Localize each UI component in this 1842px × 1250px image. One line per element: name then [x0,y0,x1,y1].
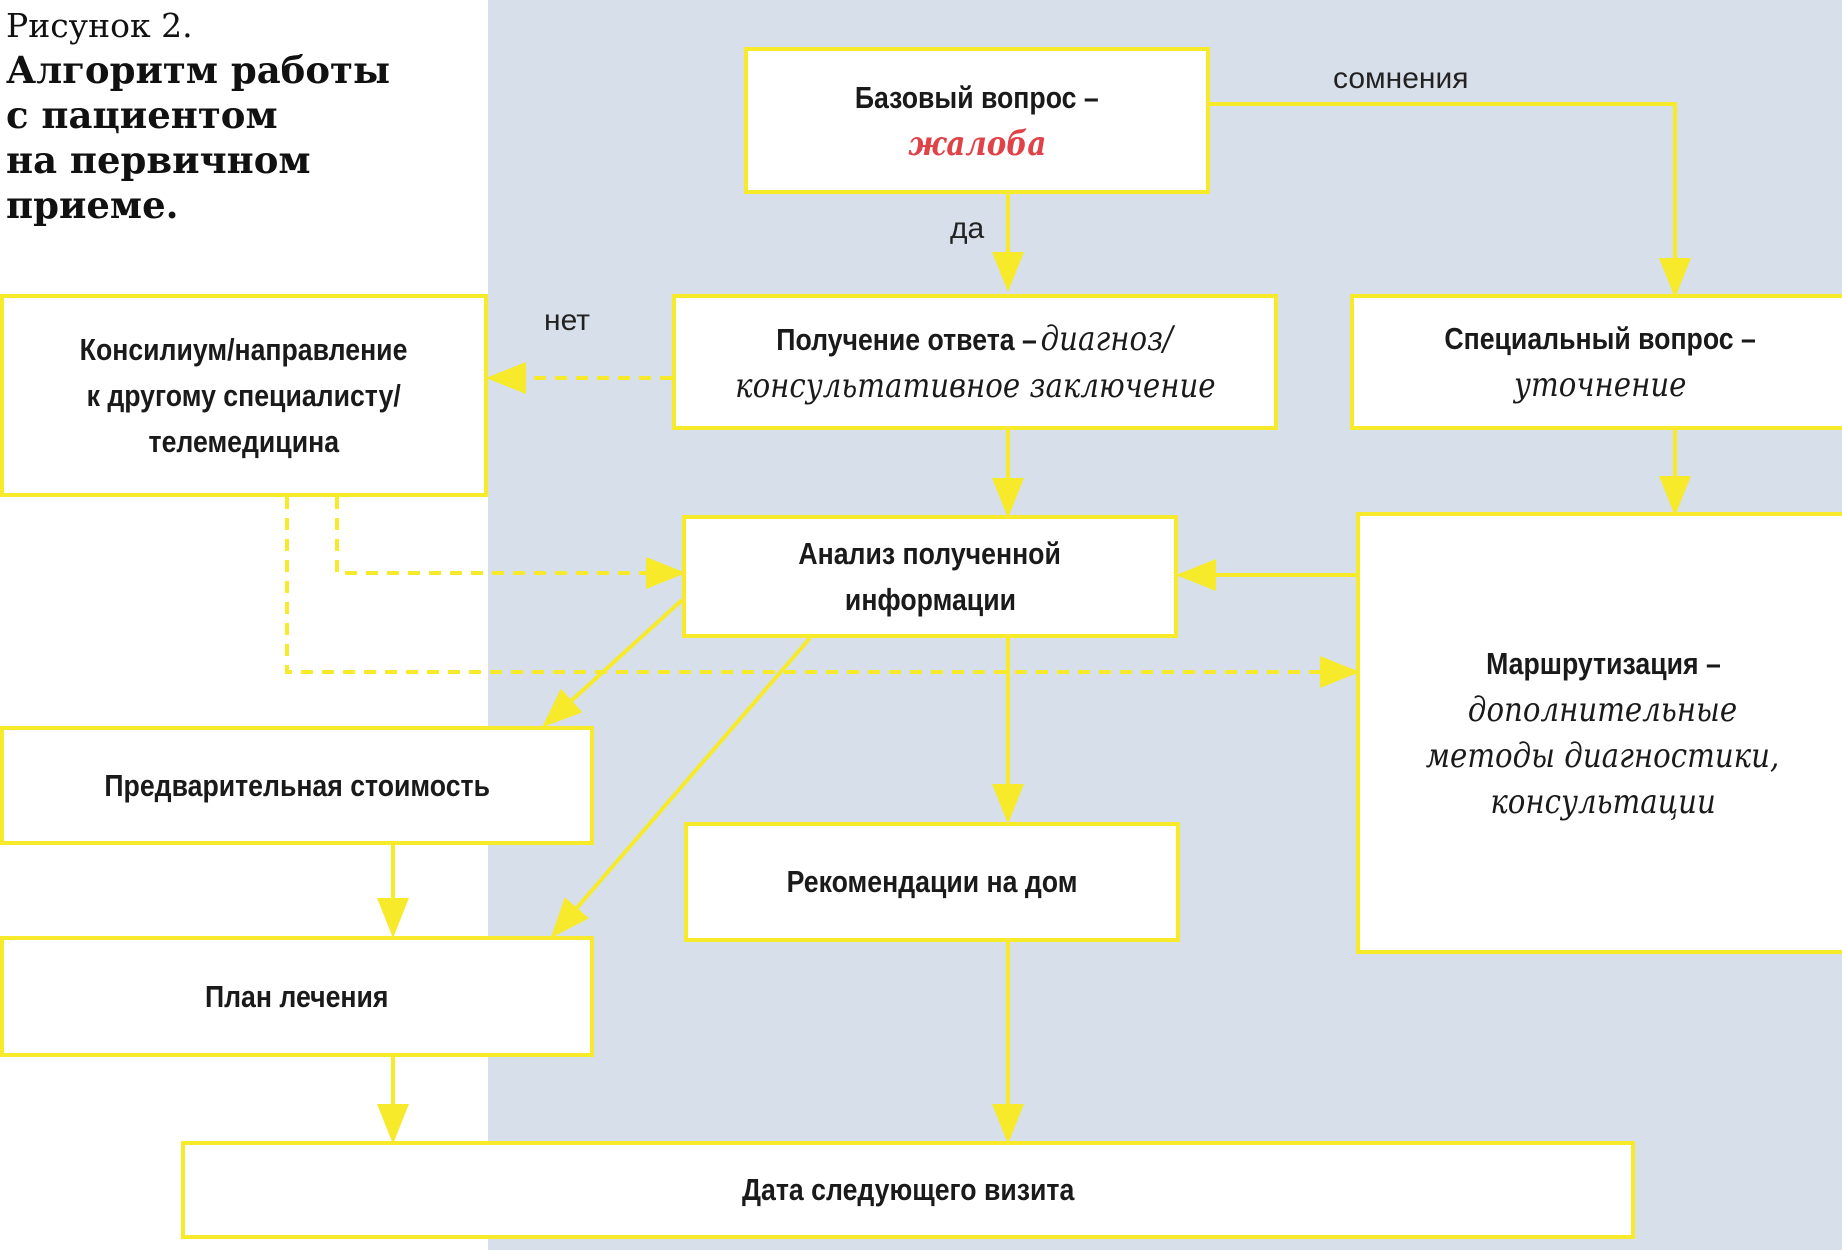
node-base-question-accent: жалоба [907,123,1047,164]
edge-doubt [1210,102,1691,298]
edge-label-yes: да [950,212,985,245]
node-prelim-cost-label: Предварительная стоимость [104,767,490,803]
node-special-question-italic: уточнение [1513,365,1687,405]
node-analysis-line: Анализ полученной [798,535,1062,571]
figure-title-line: на первичном приеме. [6,138,311,227]
edge-consilium-routing [285,497,1360,688]
node-consilium-line: к другому специалисту/ [86,377,402,413]
node-treatment-plan: План лечения [0,936,594,1057]
node-analysis: Анализ полученной информации [682,515,1178,638]
node-base-question-title: Базовый вопрос – [855,79,1099,115]
node-next-visit: Дата следующего визита [181,1141,1635,1239]
figure-title-line: Алгоритм работы [6,48,391,92]
node-routing-italic-line: методы диагностики, [1426,736,1780,776]
node-answer-italic-1: диагноз/ [1041,318,1174,359]
node-prelim-cost: Предварительная стоимость [0,726,594,845]
node-answer-line-1: Получение ответа – диагноз/ [777,316,1174,363]
node-routing-italic-line: дополнительные [1468,690,1738,730]
node-consilium-line: телемедицина [148,423,340,459]
figure-number: Рисунок 2. [6,6,193,45]
node-consilium: Консилиум/направление к другому специали… [0,294,488,497]
node-home-recommendations-label: Рекомендации на дом [786,864,1078,899]
node-special-question: Специальный вопрос – уточнение [1350,294,1842,430]
node-base-question: Базовый вопрос – жалоба [744,47,1210,194]
node-next-visit-label: Дата следующего визита [741,1172,1075,1207]
node-routing-title: Маршрутизация – [1485,646,1721,681]
node-routing-italic-line: консультации [1490,782,1716,822]
node-answer-title: Получение ответа – [776,321,1038,357]
node-home-recommendations: Рекомендации на дом [684,822,1180,942]
node-answer: Получение ответа – диагноз/ консультатив… [672,294,1278,430]
edge-label-no: нет [544,304,590,337]
edge-label-doubt: сомнения [1333,62,1469,95]
node-routing: Маршрутизация – дополнительные методы ди… [1356,512,1842,954]
node-consilium-line: Консилиум/направление [80,331,408,367]
edge-analysis-cost [542,598,684,728]
figure-caption: Рисунок 2. Алгоритм работы с пациентом н… [6,4,476,228]
node-analysis-line: информации [844,581,1016,617]
node-special-question-title: Специальный вопрос – [1444,321,1756,356]
edge-consilium-analysis [335,497,686,589]
figure-title-line: с пациентом [6,93,278,137]
node-answer-italic-2: консультативное заключение [734,365,1216,406]
figure-title: Алгоритм работы с пациентом на первичном… [6,48,476,228]
edge-analysis-plan [550,636,812,939]
node-treatment-plan-label: План лечения [205,978,389,1014]
